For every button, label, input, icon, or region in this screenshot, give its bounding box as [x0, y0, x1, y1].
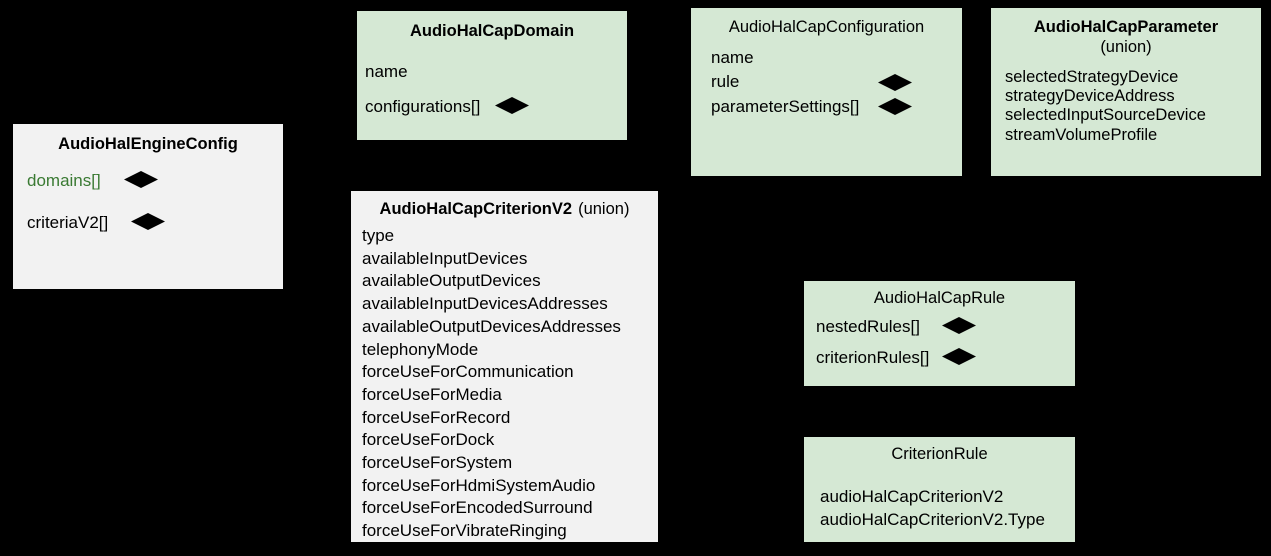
attr-name-domain: name	[365, 62, 408, 81]
composition-diamond-parametersettings	[878, 98, 912, 115]
box-title-audiohalcapconfiguration: AudioHalCapConfiguration	[728, 18, 925, 36]
attr-forceuseforvibrateringing: forceUseForVibrateRinging	[362, 521, 567, 541]
attr-list-audiohalcapparameter: selectedStrategyDevice strategyDeviceAdd…	[1005, 68, 1206, 145]
attr-name-configuration: name	[711, 48, 754, 67]
attr-selectedstrategydevice: selectedStrategyDevice	[1005, 68, 1179, 86]
attr-streamvolumeprofile: streamVolumeProfile	[1005, 125, 1158, 144]
attr-nestedrules: nestedRules[]	[816, 317, 920, 336]
composition-diamond-rule	[878, 74, 912, 91]
composition-diamond-configurations	[495, 97, 529, 114]
composition-diamond-nestedrules	[942, 317, 976, 334]
attr-forceuseforencodedsurround: forceUseForEncodedSurround	[362, 498, 593, 518]
attr-audiohalcapcriterionv2-type: audioHalCapCriterionV2.Type	[820, 509, 1045, 529]
box-title-audiohalcapdomain: AudioHalCapDomain	[409, 22, 575, 40]
box-criterionrule[interactable]: CriterionRule audioHalCapCriterionV2 aud…	[804, 437, 1075, 542]
composition-diamond-domains	[124, 171, 158, 188]
box-title-audiohalcaprule: AudioHalCapRule	[873, 289, 1006, 307]
attr-audiohalcapcriterionv2: audioHalCapCriterionV2	[820, 487, 1004, 506]
box-audiohalcapcriterionv2[interactable]: AudioHalCapCriterionV2 (union) type avail…	[351, 191, 658, 542]
attr-list-criterionrule: audioHalCapCriterionV2 audioHalCapCriter…	[820, 486, 1045, 531]
composition-diamond-criteriav2	[131, 213, 165, 230]
attr-rule: rule	[711, 72, 740, 91]
attr-forceuseforsystem: forceUseForSystem	[362, 453, 513, 473]
attr-availableoutputdevicesaddresses: availableOutputDevicesAddresses	[362, 316, 621, 336]
attr-forceuseforcommunication: forceUseForCommunication	[362, 362, 574, 382]
box-audiohalengineconfig[interactable]: AudioHalEngineConfig domains[] criteriaV…	[13, 124, 283, 289]
attr-configurations: configurations[]	[365, 97, 481, 116]
attr-criterionrules: criterionRules[]	[816, 348, 930, 367]
attr-availableinputdevicesaddresses: availableInputDevicesAddresses	[362, 294, 608, 314]
attr-list-audiohalcapcriterionv2: type availableInputDevices availableOutp…	[362, 225, 621, 543]
box-subtitle-audiohalcapparameter: (union)	[1100, 38, 1152, 56]
box-title-audiohalengineconfig: AudioHalEngineConfig	[58, 135, 238, 153]
composition-diamond-criterionrules	[942, 348, 976, 365]
attr-availableinputdevices: availableInputDevices	[362, 248, 528, 268]
attr-strategydeviceaddress: strategyDeviceAddress	[1005, 87, 1175, 106]
attr-parametersettings: parameterSettings[]	[711, 97, 860, 116]
attr-type: type	[362, 226, 395, 245]
box-title-audiohalcapcriterionv2: AudioHalCapCriterionV2	[379, 200, 573, 218]
attr-telephonymode: telephonyMode	[362, 339, 479, 359]
box-title-criterionrule: CriterionRule	[891, 445, 988, 463]
attr-selectedinputsourcedevice: selectedInputSourceDevice	[1005, 106, 1206, 125]
attr-domains: domains[]	[27, 171, 101, 190]
attr-forceuseforhdmisystemaudio: forceUseForHdmiSystemAudio	[362, 475, 596, 495]
attr-forceuseforrecord: forceUseForRecord	[362, 407, 511, 427]
box-subtitle-audiohalcapcriterionv2: (union)	[578, 200, 630, 218]
attr-forceusefordock: forceUseForDock	[362, 430, 495, 450]
attr-forceuseformedia: forceUseForMedia	[362, 384, 502, 404]
attr-availableoutputdevices: availableOutputDevices	[362, 271, 541, 291]
box-audiohalcapconfiguration[interactable]: AudioHalCapConfiguration name rule param…	[691, 8, 962, 176]
box-audiohalcapdomain[interactable]: AudioHalCapDomain name configurations[]	[357, 11, 627, 140]
box-audiohalcapparameter[interactable]: AudioHalCapParameter (union) selectedStr…	[991, 8, 1261, 176]
box-audiohalcaprule[interactable]: AudioHalCapRule nestedRules[] criterionR…	[804, 281, 1075, 386]
box-title-audiohalcapparameter: AudioHalCapParameter	[1033, 18, 1219, 36]
box-title-row-audiohalcapcriterionv2: AudioHalCapCriterionV2 (union)	[351, 191, 658, 219]
attr-criteriav2: criteriaV2[]	[27, 213, 109, 232]
